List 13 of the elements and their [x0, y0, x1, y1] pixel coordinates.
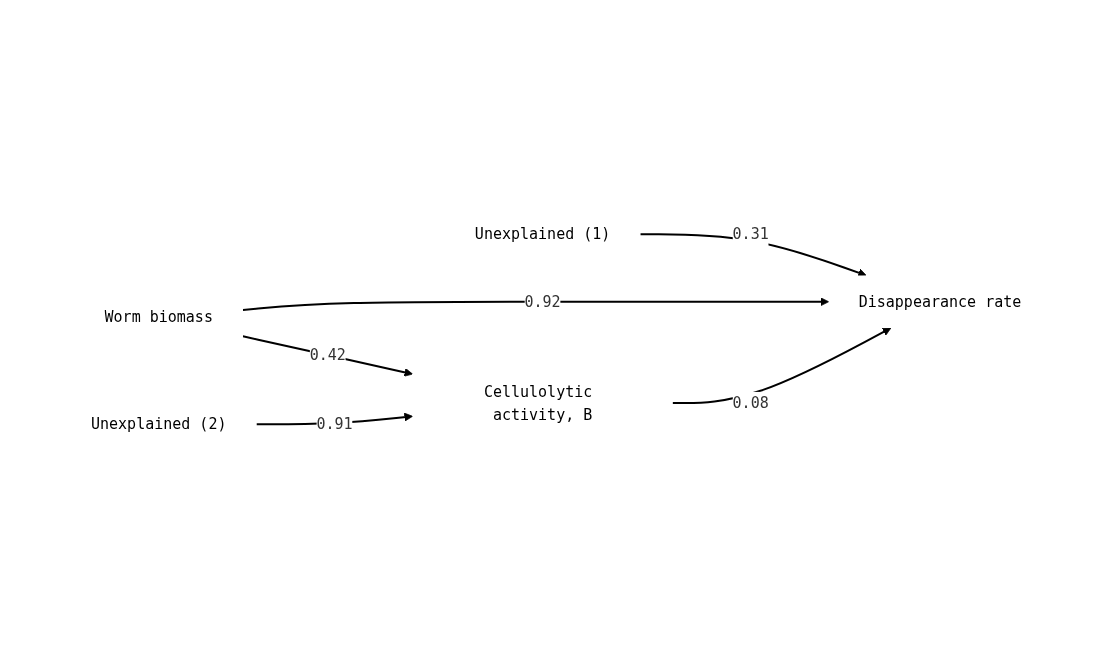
node-text: Disappearance rate: [859, 292, 1022, 311]
edge-label: 0.31: [732, 224, 770, 243]
node-text: Worm biomass: [104, 307, 214, 326]
arrow: [242, 335, 414, 377]
edge-label: 0.42: [310, 345, 347, 364]
arrow: [242, 297, 830, 311]
edge-label: 0.91: [316, 414, 353, 433]
node-text: Cellulolytic activity, B: [484, 382, 593, 423]
node-text: Unexplained (1): [475, 224, 611, 243]
node-text: Unexplained (2): [91, 414, 227, 433]
arrow: [671, 327, 892, 404]
edge-label: 0.08: [732, 393, 770, 412]
edge-label: 0.92: [524, 292, 562, 311]
